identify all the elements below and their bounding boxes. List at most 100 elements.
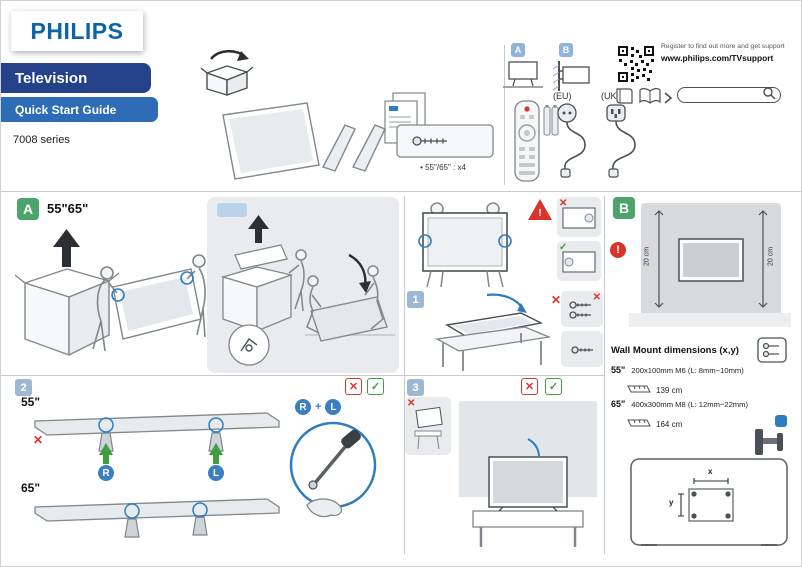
leg-left-label: L (208, 465, 224, 481)
check-mark: ✓ (370, 381, 381, 393)
unpack-foam-panel (207, 197, 399, 373)
setup-b-mini-badge: B (559, 43, 573, 57)
cross-mark: ✕ (348, 381, 359, 393)
grip-warning-inset-1: ✕ (557, 197, 601, 237)
tv-panel-icon (217, 99, 325, 186)
power-cord-uk-icon (599, 101, 645, 186)
distance-65: 164 cm (656, 419, 683, 429)
lift-tv-from-box-illustration (14, 225, 210, 376)
dimension-y-label: y (669, 498, 674, 507)
power-cord-eu-icon (551, 101, 597, 186)
tv-on-furniture-illustration (455, 399, 601, 556)
step-2-badge: 2 (15, 379, 32, 396)
setup-a-mini-badge: A (511, 43, 525, 57)
section-b-badge: B (613, 197, 635, 219)
leg-right-label: R (98, 465, 114, 481)
wall-mount-clearance-illustration (629, 201, 791, 338)
philips-logo: PHILIPS (11, 11, 143, 51)
guide-title-banner: Quick Start Guide (1, 97, 158, 122)
magnifier-icon (762, 86, 776, 105)
cross-mark: ✕ (33, 433, 44, 447)
grip-correct-inset-2: ✓ (557, 241, 601, 281)
open-book-icon (639, 87, 661, 110)
stand-legs-icon (319, 113, 391, 180)
screws-warning-inset-1: ✕ (561, 291, 603, 327)
screws-warning-inset-2 (561, 331, 603, 367)
spec-size-55: 55" (611, 365, 626, 375)
divider-columns-right (604, 196, 605, 554)
register-line: Register to find out more and get suppor… (661, 43, 785, 50)
vesa-spec-row-55: 55" 200x100mm M6 (L: 8mm~10mm) (611, 365, 744, 375)
cross-mark: ✕ (551, 293, 562, 307)
wall-mount-accessory-badge (775, 415, 787, 427)
distance-row-65: 164 cm (627, 415, 682, 433)
tv-face-down-on-table-illustration (429, 291, 555, 378)
carry-tv-illustration (405, 197, 523, 294)
ruler-icon (627, 381, 651, 399)
plug-uk-label: (UK) (601, 91, 620, 101)
tv-on-stand-mini-icon (501, 59, 545, 98)
divider-middle (1, 375, 604, 376)
check-mark: ✓ (559, 242, 568, 253)
support-url: www.philips.com/TVsupport (661, 52, 774, 63)
placement-right-verdict: ✓ (545, 378, 562, 395)
cross-mark: ✕ (407, 398, 416, 409)
unboxing-icon (199, 47, 257, 102)
tv-on-wall-mini-icon (551, 59, 595, 98)
screws-quantity-note: • 55"/65" : x4 (420, 163, 466, 172)
section-a-sizes-label: 55"65" (47, 201, 89, 216)
size-55-label: 55" (21, 395, 41, 409)
spec-size-65: 65" (611, 399, 626, 409)
leg-left-label: L (325, 399, 342, 415)
warning-circle-icon: ! (610, 242, 626, 258)
screw-angle-right-verdict: ✓ (367, 378, 384, 395)
warning-mark: ! (538, 208, 542, 219)
remote-control-icon (513, 99, 541, 188)
check-mark: ✓ (548, 381, 559, 393)
series-label: 7008 series (13, 134, 70, 146)
ruler-icon (627, 415, 651, 433)
search-manual-field (677, 86, 781, 105)
dimension-x-label: x (708, 467, 713, 476)
register-info: Register to find out more and get suppor… (661, 43, 793, 63)
step-3-badge: 3 (407, 379, 424, 396)
chevron-right-icon (663, 91, 673, 109)
cross-mark: ✕ (592, 292, 601, 303)
cross-mark: ✕ (524, 381, 535, 393)
divider-top (1, 191, 801, 192)
distance-55: 139 cm (656, 385, 683, 395)
wall-mount-dimensions-title: Wall Mount dimensions (x,y) (611, 345, 739, 356)
stand-attachment-65-illustration (29, 493, 289, 550)
mount-screws-pack-icon (757, 337, 787, 368)
plug-eu-label: (EU) (553, 91, 572, 101)
lay-tv-down-illustration (209, 215, 397, 374)
placement-wrong-verdict: ✕ (521, 378, 538, 395)
distance-row-55: 139 cm (627, 381, 682, 399)
product-banner: Television (1, 63, 151, 93)
qr-code-icon (617, 45, 655, 88)
divider-contents-accessories (504, 45, 505, 185)
warning-triangle-icon: ! (528, 199, 552, 220)
screw-box-icon (395, 121, 495, 166)
warning-mark: ! (616, 244, 620, 256)
stand-attachment-55-illustration (29, 405, 289, 472)
foam-label-chip (217, 203, 247, 217)
section-a-badge: A (17, 198, 39, 220)
leg-right-label: R (295, 399, 311, 415)
screw-angle-wrong-verdict: ✕ (345, 378, 362, 395)
screwdriver-detail-illustration (287, 419, 379, 524)
step-1-badge: 1 (407, 291, 424, 308)
wall-bracket-icon (751, 427, 791, 462)
legs-r-plus-l-group: R + L (295, 399, 342, 415)
vesa-spec-row-65: 65" 400x300mm M8 (L: 12mm~22mm) (611, 399, 748, 409)
batteries-icon (543, 103, 559, 142)
clearance-left-label: 20 cm (643, 246, 651, 267)
plus-mark: + (315, 401, 322, 413)
spec-vesa-55: 200x100mm M6 (L: 8mm~10mm) (631, 366, 744, 375)
clearance-right-label: 20 cm (767, 246, 775, 267)
unstable-placement-inset: ✕ (405, 397, 451, 455)
size-65-label: 65" (21, 481, 41, 495)
spec-vesa-65: 400x300mm M8 (L: 12mm~22mm) (631, 400, 748, 409)
manual-book-icon (615, 87, 635, 110)
